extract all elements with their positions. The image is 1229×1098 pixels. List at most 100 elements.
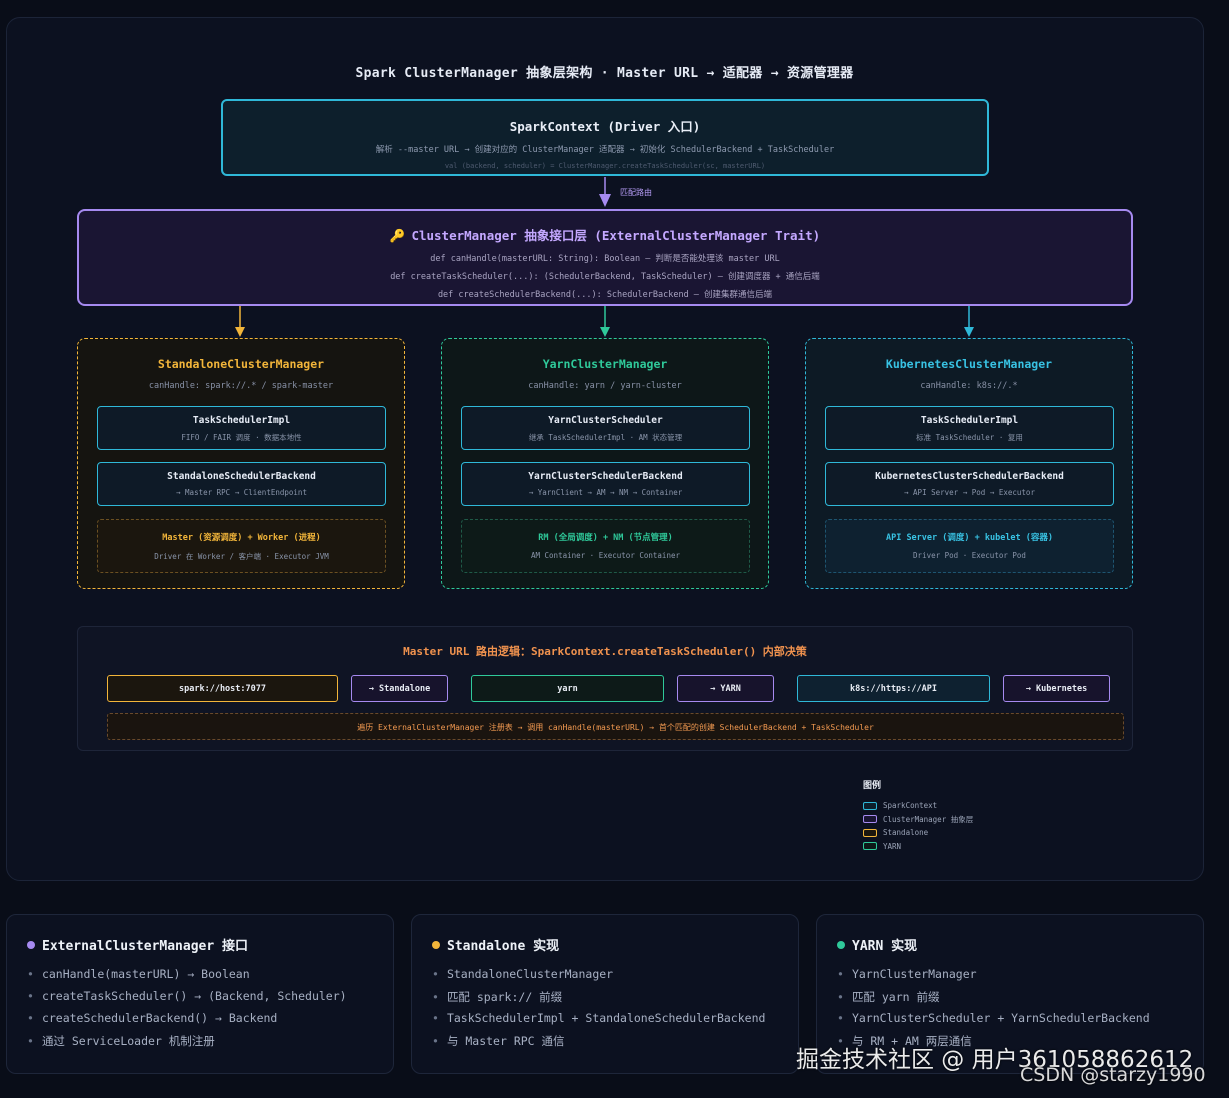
card-list: canHandle(masterURL) → Boolean createTas… [27, 967, 393, 1055]
dot-icon [27, 940, 35, 949]
infra-title: Master (资源调度) + Worker (进程) [162, 533, 321, 543]
scheduler-box: TaskSchedulerImpl FIFO / FAIR 调度 · 数据本地性 [97, 406, 386, 450]
list-item: 匹配 yarn 前缀 [837, 989, 1203, 1011]
legend-swatch [863, 828, 877, 837]
cluster-manager-title: 🔑 ClusterManager 抽象接口层 (ExternalClusterMa… [79, 225, 1131, 244]
url-pill-standalone: spark://host:7077 [107, 675, 338, 702]
impl-title: KubernetesClusterManager [885, 357, 1053, 371]
routing-panel: Master URL 路由逻辑：SparkContext.createTaskS… [77, 626, 1133, 751]
card-title-text: ExternalClusterManager 接口 [42, 939, 249, 954]
spark-context-desc: 解析 --master URL → 创建对应的 ClusterManager 适… [375, 145, 835, 155]
legend-label: ClusterManager 抽象层 [883, 814, 974, 824]
scheduler-desc: 标准 TaskScheduler · 复用 [916, 433, 1023, 442]
scheduler-box: YarnClusterScheduler 继承 TaskSchedulerImp… [461, 406, 750, 450]
backend-title: KubernetesClusterSchedulerBackend [875, 471, 1064, 482]
cluster-manager-title-text: ClusterManager 抽象接口层 (ExternalClusterMan… [411, 228, 821, 243]
arrowhead-cm-to-standalone [235, 327, 245, 337]
scheduler-title: TaskSchedulerImpl [920, 415, 1019, 426]
backend-desc: → Master RPC → ClientEndpoint [176, 488, 307, 497]
backend-title: StandaloneSchedulerBackend [167, 471, 316, 482]
list-item: TaskSchedulerImpl + StandaloneSchedulerB… [432, 1011, 798, 1033]
watermark-csdn: CSDN @starzy1990 [1020, 1064, 1206, 1086]
scheduler-box: TaskSchedulerImpl 标准 TaskScheduler · 复用 [825, 406, 1114, 450]
list-item: 匹配 spark:// 前缀 [432, 989, 798, 1011]
url-pill-kubernetes: k8s://https://API [797, 675, 990, 702]
backend-box: YarnClusterSchedulerBackend → YarnClient… [461, 462, 750, 506]
card-title: YARN 实现 [837, 935, 1203, 954]
impl-title: YarnClusterManager [542, 357, 668, 371]
target-pill-standalone: → Standalone [351, 675, 448, 702]
scheduler-title: YarnClusterScheduler [548, 415, 663, 426]
arrow-label: 匹配路由 [620, 188, 652, 197]
impl-can-handle: canHandle: yarn / yarn-cluster [528, 381, 682, 391]
dot-icon [837, 940, 845, 949]
standalone-impl-box: StandaloneClusterManager canHandle: spar… [77, 338, 405, 589]
infra-desc: Driver 在 Worker / 客户端 · Executor JVM [154, 552, 329, 561]
list-item: YarnClusterScheduler + YarnSchedulerBack… [837, 1011, 1203, 1033]
kubernetes-impl-box: KubernetesClusterManager canHandle: k8s:… [805, 338, 1133, 589]
card-list: YarnClusterManager 匹配 yarn 前缀 YarnCluste… [837, 967, 1203, 1055]
card-title: Standalone 实现 [432, 935, 798, 954]
list-item: 与 Master RPC 通信 [432, 1033, 798, 1055]
list-item: YarnClusterManager [837, 967, 1203, 989]
card-external-cm: ExternalClusterManager 接口 canHandle(mast… [6, 914, 394, 1074]
impl-title: StandaloneClusterManager [157, 357, 325, 371]
infra-desc: AM Container · Executor Container [530, 551, 680, 560]
infra-box: RM (全局调度) + NM (节点管理) AM Container · Exe… [461, 519, 750, 573]
infra-desc: Driver Pod · Executor Pod [913, 551, 1026, 560]
infra-title: API Server (调度) + kubelet (容器) [885, 533, 1054, 543]
legend-item: Standalone [863, 826, 973, 840]
diagram-title: Spark ClusterManager 抽象层架构 · Master URL … [355, 66, 854, 81]
backend-box: KubernetesClusterSchedulerBackend → API … [825, 462, 1114, 506]
cm-method-line: def canHandle(masterURL: String): Boolea… [430, 254, 780, 264]
card-title-text: YARN 实现 [852, 939, 918, 954]
backend-title: YarnClusterSchedulerBackend [528, 471, 683, 482]
legend-title: 图例 [863, 781, 882, 791]
spark-context-title: SparkContext (Driver 入口) [509, 119, 701, 134]
backend-desc: → YarnClient → AM → NM → Container [528, 488, 683, 497]
legend-item: SparkContext [863, 799, 973, 813]
legend-label: SparkContext [883, 801, 938, 811]
dot-icon [432, 940, 440, 949]
scheduler-desc: FIFO / FAIR 调度 · 数据本地性 [181, 433, 302, 442]
legend-item: YARN [863, 840, 973, 854]
list-item: createSchedulerBackend() → Backend [27, 1011, 393, 1033]
list-item: 与 RM + AM 两层通信 [837, 1033, 1203, 1055]
spark-context-code: val (backend, scheduler) = ClusterManage… [444, 162, 766, 170]
card-yarn: YARN 实现 YarnClusterManager 匹配 yarn 前缀 Ya… [816, 914, 1204, 1074]
url-pill-yarn: yarn [471, 675, 664, 702]
scheduler-title: TaskSchedulerImpl [192, 415, 291, 426]
routing-footer: 遍历 ExternalClusterManager 注册表 → 调用 canHa… [107, 713, 1124, 740]
key-icon: 🔑 [389, 228, 406, 243]
list-item: 通过 ServiceLoader 机制注册 [27, 1033, 393, 1055]
legend-swatch [863, 842, 877, 851]
backend-box: StandaloneSchedulerBackend → Master RPC … [97, 462, 386, 506]
scheduler-desc: 继承 TaskSchedulerImpl · AM 状态管理 [528, 433, 683, 442]
list-item: createTaskScheduler() → (Backend, Schedu… [27, 989, 393, 1011]
cm-method-line: def createTaskScheduler(...): (Scheduler… [390, 272, 820, 282]
arrowhead-cm-to-yarn [600, 327, 610, 337]
target-pill-kubernetes: → Kubernetes [1003, 675, 1110, 702]
infra-box: API Server (调度) + kubelet (容器) Driver Po… [825, 519, 1114, 573]
arrowhead-cm-to-kubernetes [964, 327, 974, 337]
list-item: canHandle(masterURL) → Boolean [27, 967, 393, 989]
list-item: StandaloneClusterManager [432, 967, 798, 989]
infra-title: RM (全局调度) + NM (节点管理) [538, 533, 673, 543]
target-pill-yarn: → YARN [677, 675, 774, 702]
cluster-manager-box: 🔑 ClusterManager 抽象接口层 (ExternalClusterMa… [77, 209, 1133, 306]
cm-method-line: def createSchedulerBackend(...): Schedul… [437, 290, 773, 300]
legend-swatch [863, 801, 877, 810]
yarn-impl-box: YarnClusterManager canHandle: yarn / yar… [441, 338, 769, 589]
legend-item: ClusterManager 抽象层 [863, 813, 973, 827]
impl-can-handle: canHandle: k8s://.* [920, 381, 1018, 391]
spark-context-box: SparkContext (Driver 入口) 解析 --master URL… [221, 99, 989, 176]
card-standalone: Standalone 实现 StandaloneClusterManager 匹… [411, 914, 799, 1074]
infra-box: Master (资源调度) + Worker (进程) Driver 在 Wor… [97, 519, 386, 573]
legend-swatch [863, 815, 877, 824]
routing-title: Master URL 路由逻辑：SparkContext.createTaskS… [403, 645, 807, 658]
legend-label: YARN [883, 841, 902, 851]
card-list: StandaloneClusterManager 匹配 spark:// 前缀 … [432, 967, 798, 1055]
backend-desc: → API Server → Pod → Executor [904, 488, 1035, 497]
card-title: ExternalClusterManager 接口 [27, 935, 393, 954]
